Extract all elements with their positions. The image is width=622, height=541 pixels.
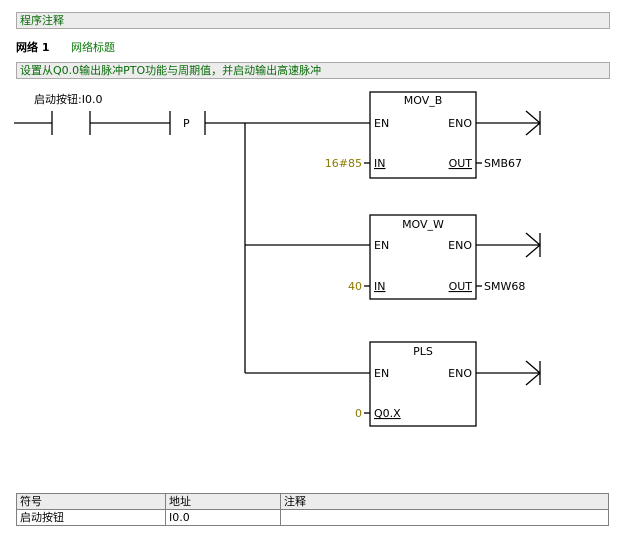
program-comment-text: 程序注释 [20, 14, 64, 27]
header-address[interactable]: 地址 [165, 493, 281, 510]
network-label: 网络 1 [16, 41, 50, 54]
symbol-table-header: 符号 地址 注释 [16, 493, 609, 510]
row-comment[interactable] [280, 509, 609, 526]
row-address[interactable]: I0.0 [165, 509, 281, 526]
mov-w-in-pin: IN [374, 280, 385, 293]
pls-eno-pin: ENO [448, 367, 472, 380]
mov-w-en-pin: EN [374, 239, 389, 252]
edge-label: P [183, 117, 190, 130]
network-comment-text: 设置从Q0.0输出脉冲PTO功能与周期值，并启动输出高速脉冲 [20, 64, 322, 77]
row-symbol[interactable]: 启动按钮 [16, 509, 166, 526]
symbol-table: 符号 地址 注释 启动按钮 I0.0 [16, 493, 609, 526]
mov-b-in-pin: IN [374, 157, 385, 170]
network-header[interactable]: 网络 1 网络标题 [16, 38, 610, 58]
program-comment-bar[interactable]: 程序注释 [16, 12, 610, 29]
header-comment[interactable]: 注释 [280, 493, 609, 510]
mov-w-out-operand[interactable]: SMW68 [484, 280, 525, 293]
ladder-diagram: 启动按钮:I0.0 P MOV_B EN ENO IN OUT 16#85 SM… [14, 91, 541, 427]
mov-b-out-pin: OUT [449, 157, 473, 170]
mov-w-eno-pin: ENO [448, 239, 472, 252]
pls-in-operand[interactable]: 0 [355, 407, 362, 420]
contact-i0-0[interactable] [50, 109, 92, 137]
mov-b-out-operand[interactable]: SMB67 [484, 157, 522, 170]
pls-title: PLS [413, 345, 433, 358]
mov-w-out-pin: OUT [449, 280, 473, 293]
mov-w-in-operand[interactable]: 40 [348, 280, 362, 293]
pls-block[interactable] [369, 341, 477, 427]
contact-label: 启动按钮:I0.0 [34, 92, 102, 106]
mov-b-in-operand[interactable]: 16#85 [325, 157, 362, 170]
network-comment-bar[interactable]: 设置从Q0.0输出脉冲PTO功能与周期值，并启动输出高速脉冲 [16, 62, 610, 79]
mov-w-title: MOV_W [402, 218, 444, 231]
mov-b-en-pin: EN [374, 117, 389, 130]
mov-b-block[interactable] [369, 91, 477, 179]
pls-en-pin: EN [374, 367, 389, 380]
header-symbol[interactable]: 符号 [16, 493, 166, 510]
mov-w-block[interactable] [369, 214, 477, 300]
mov-b-title: MOV_B [404, 94, 443, 107]
network-title[interactable]: 网络标题 [70, 41, 115, 54]
mov-b-eno-pin: ENO [448, 117, 472, 130]
table-row[interactable]: 启动按钮 I0.0 [16, 509, 609, 526]
pls-in-pin: Q0.X [374, 407, 401, 420]
